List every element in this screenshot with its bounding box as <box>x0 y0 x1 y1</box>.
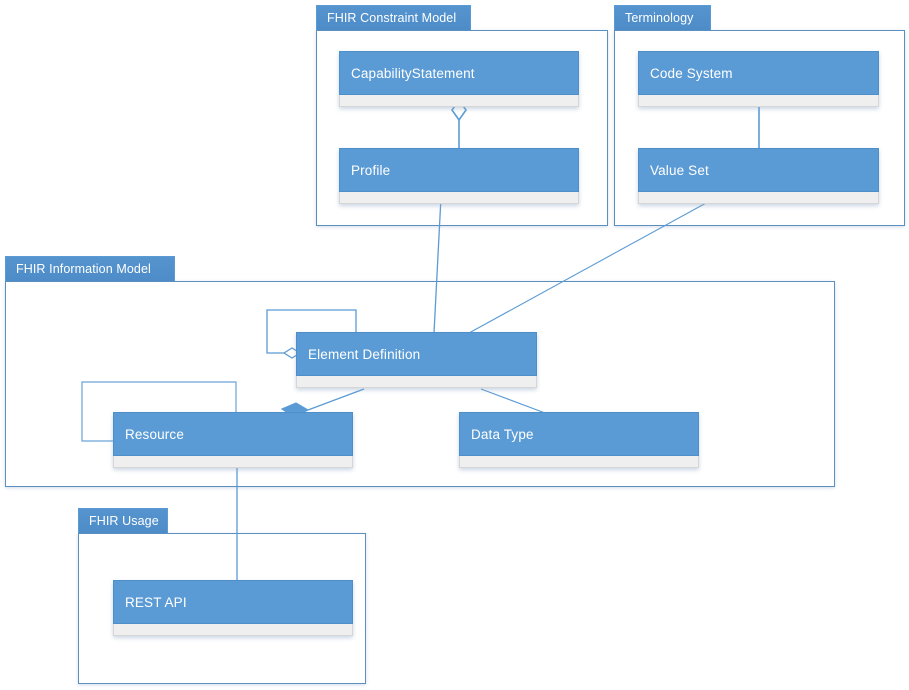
class-capability-statement[interactable]: CapabilityStatement <box>339 51 579 107</box>
class-title-code-system: Code System <box>638 51 879 95</box>
class-rest-api[interactable]: REST API <box>113 580 353 636</box>
class-code-system[interactable]: Code System <box>638 51 879 107</box>
class-compartment-code-system <box>638 95 879 107</box>
class-compartment-capability-statement <box>339 95 579 107</box>
class-title-resource: Resource <box>113 412 353 456</box>
package-tab-fhir-usage: FHIR Usage <box>78 508 168 533</box>
class-resource[interactable]: Resource <box>113 412 353 468</box>
class-profile[interactable]: Profile <box>339 148 579 204</box>
class-data-type[interactable]: Data Type <box>459 412 699 468</box>
class-compartment-element-definition <box>296 376 537 388</box>
package-tab-terminology: Terminology <box>614 5 711 30</box>
class-compartment-rest-api <box>113 624 353 636</box>
package-tab-fhir-constraint-model: FHIR Constraint Model <box>316 5 471 30</box>
class-title-profile: Profile <box>339 148 579 192</box>
class-compartment-profile <box>339 192 579 204</box>
class-title-value-set: Value Set <box>638 148 879 192</box>
class-title-data-type: Data Type <box>459 412 699 456</box>
class-compartment-resource <box>113 456 353 468</box>
class-element-definition[interactable]: Element Definition <box>296 332 537 388</box>
class-title-capability-statement: CapabilityStatement <box>339 51 579 95</box>
class-compartment-value-set <box>638 192 879 204</box>
package-tab-fhir-information-model: FHIR Information Model <box>5 256 175 281</box>
class-compartment-data-type <box>459 456 699 468</box>
class-title-rest-api: REST API <box>113 580 353 624</box>
class-title-element-definition: Element Definition <box>296 332 537 376</box>
class-value-set[interactable]: Value Set <box>638 148 879 204</box>
